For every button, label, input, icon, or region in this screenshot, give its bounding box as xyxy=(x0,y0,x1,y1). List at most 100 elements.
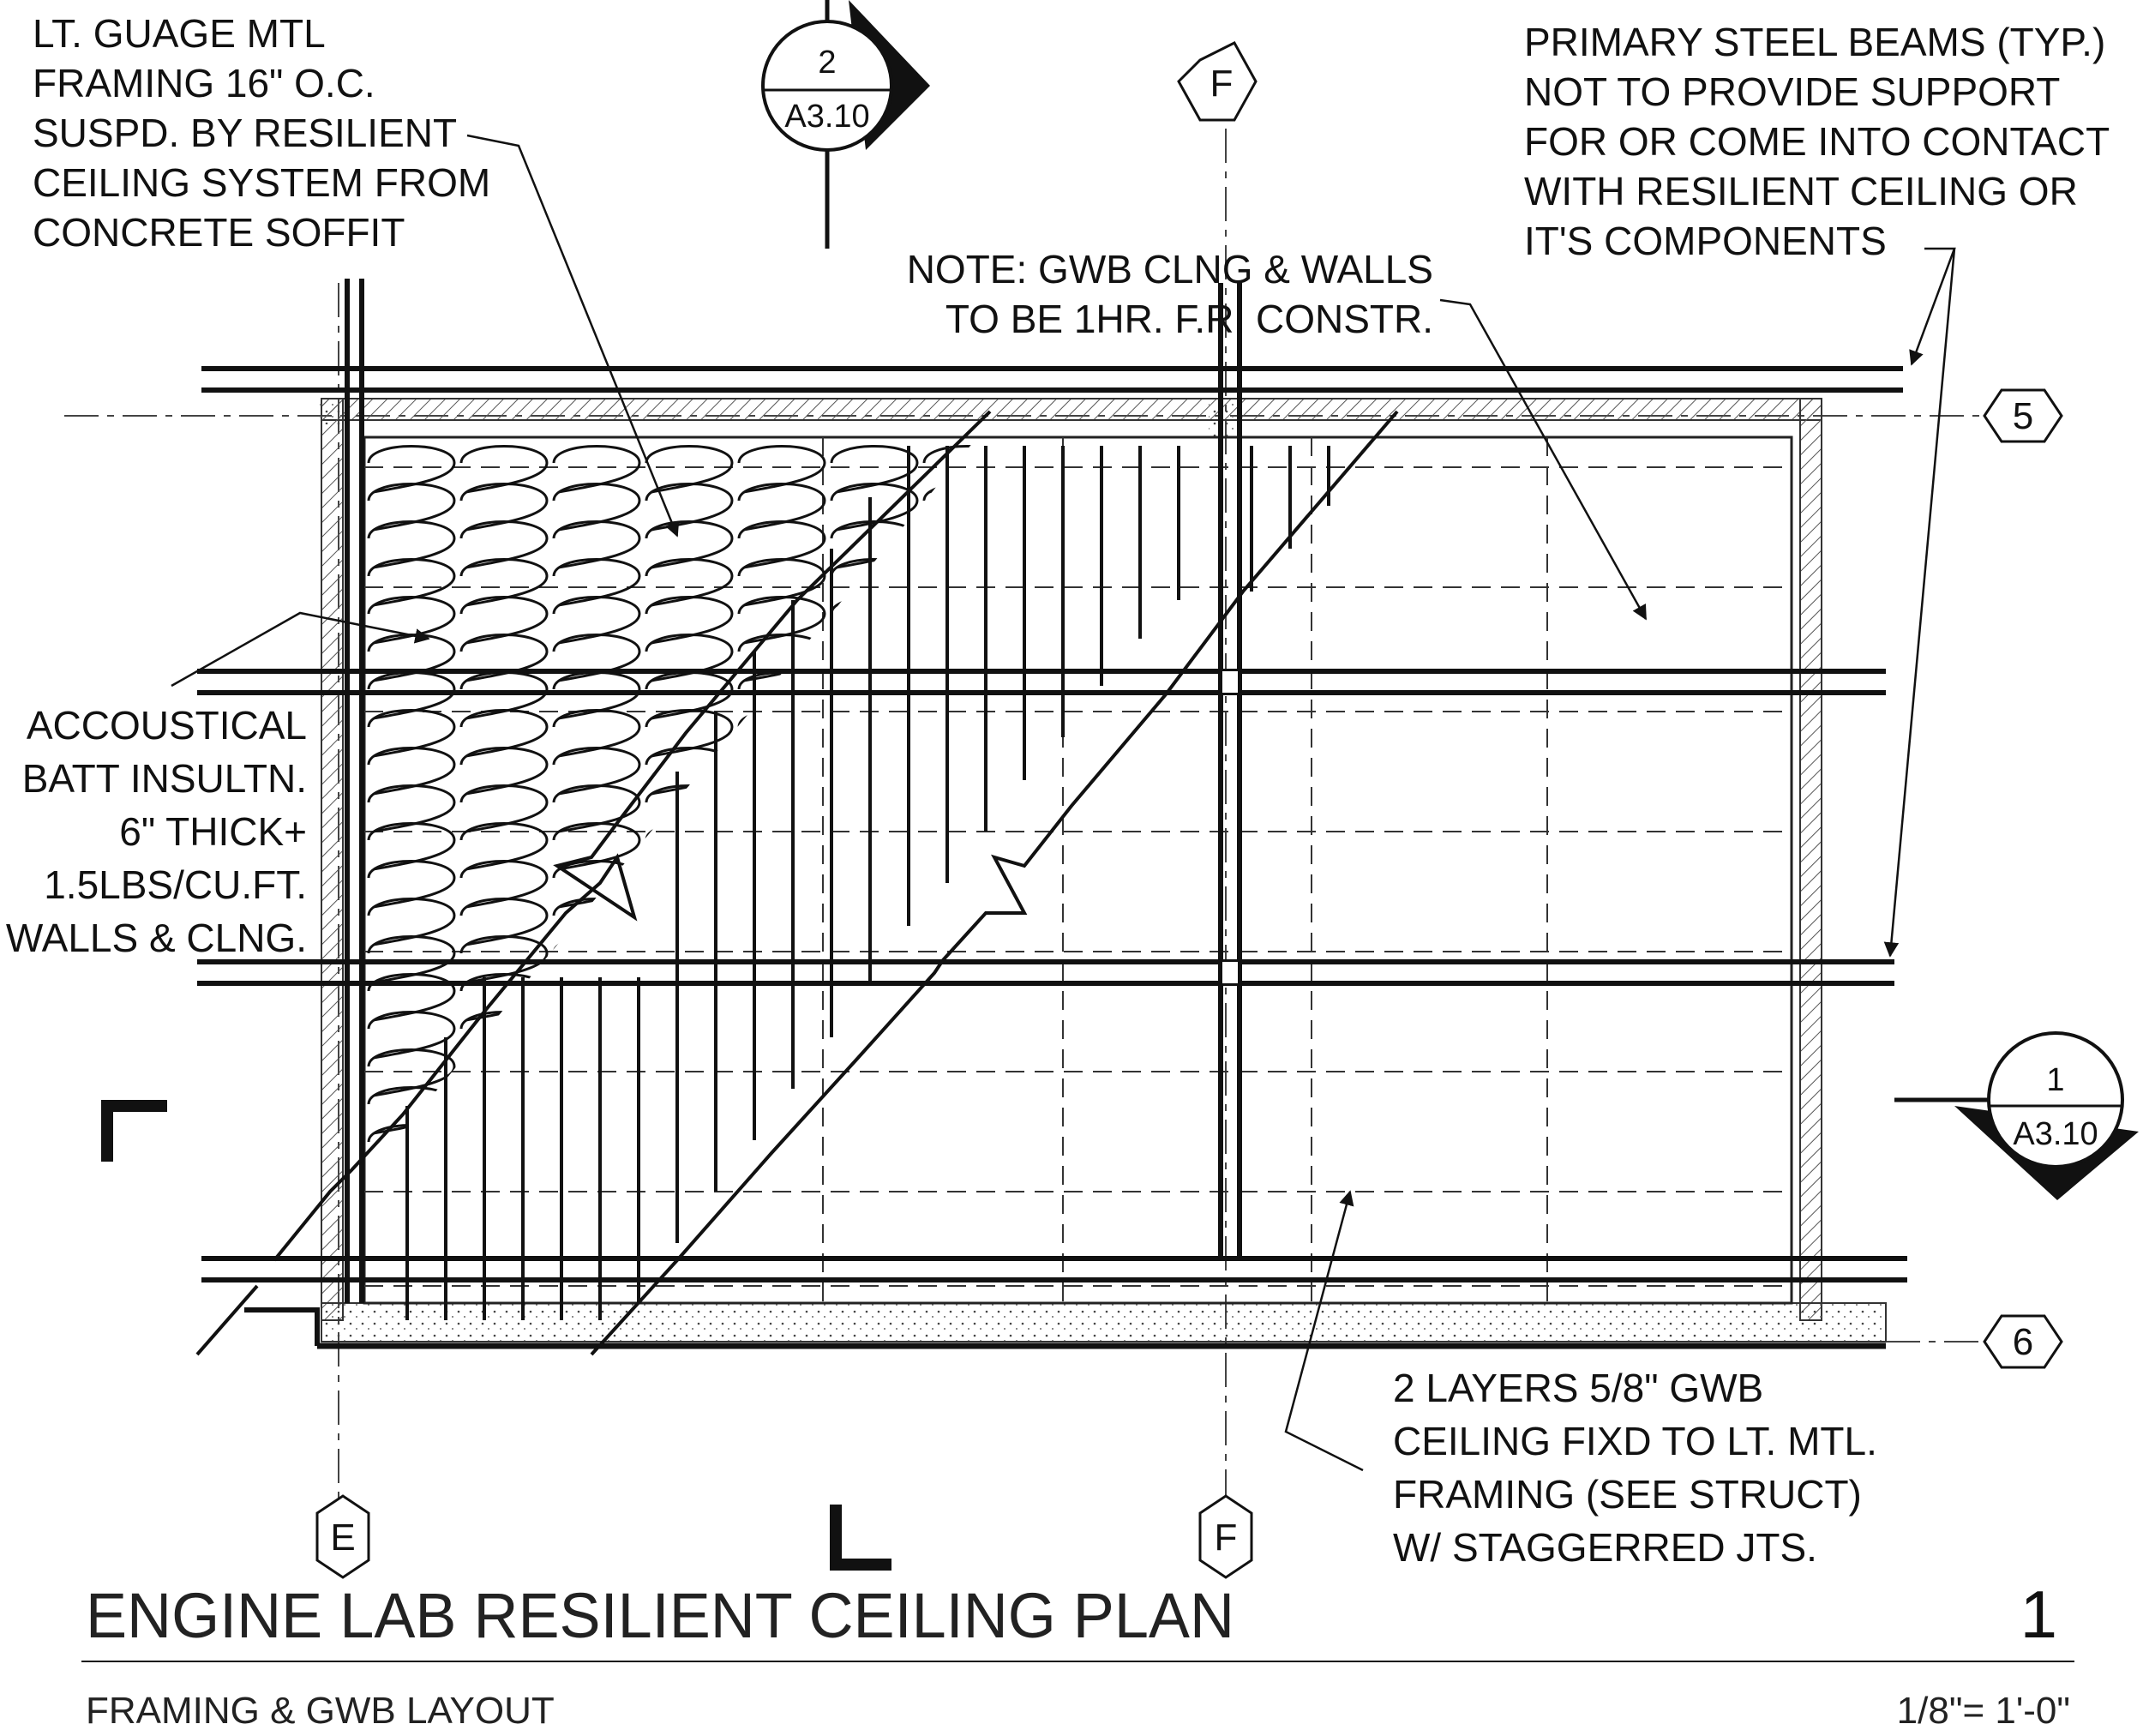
insulation-loop xyxy=(1017,598,1102,644)
insulation-loop xyxy=(646,1201,732,1247)
insulation-loop xyxy=(739,1239,825,1285)
batt-insulation xyxy=(367,445,1102,1285)
crop-marks xyxy=(101,1100,891,1571)
insulation-loop xyxy=(922,1011,999,1060)
note-line: ACCOUSTICAL xyxy=(27,703,307,748)
insulation-loop xyxy=(737,784,826,833)
wall-boundary xyxy=(244,398,1887,1349)
insulation-loop xyxy=(830,1011,919,1060)
insulation-loop xyxy=(922,520,999,569)
insulation-loop xyxy=(1017,711,1102,757)
insulation-loop xyxy=(554,1239,639,1285)
note-line: FRAMING 16" O.C. xyxy=(33,61,375,105)
gwb-layout-grid xyxy=(364,437,1792,1303)
note-line: WALLS & CLNG. xyxy=(6,916,307,960)
insulation-loop xyxy=(1017,560,1102,606)
insulation-loop xyxy=(552,1011,641,1060)
insulation-loop xyxy=(830,822,919,871)
insulation-loop xyxy=(1017,484,1102,531)
insulation-loop xyxy=(1017,1050,1102,1096)
insulation-loop xyxy=(830,860,919,909)
insulation-loop xyxy=(737,860,826,909)
insulation-loop xyxy=(369,1239,454,1285)
steel-columns xyxy=(345,279,1242,1303)
section-2-sheet: A3.10 xyxy=(784,99,869,135)
insulation-loop xyxy=(1017,786,1102,832)
insulation-loop xyxy=(922,596,999,645)
insulation-loop xyxy=(922,1048,999,1097)
section-1-number: 1 xyxy=(2046,1062,2064,1098)
insulation-loop xyxy=(552,1086,641,1135)
steel-beams xyxy=(197,366,1907,1282)
insulation-loop xyxy=(922,445,999,494)
insulation-loop xyxy=(830,898,919,946)
drawing-scale: 1/8"= 1'-0" xyxy=(1897,1690,2070,1732)
insulation-loop xyxy=(1017,1239,1102,1285)
grid-tag-e: E xyxy=(330,1517,355,1559)
grid-tag-6: 6 xyxy=(2013,1321,2033,1363)
insulation-loop xyxy=(830,747,919,796)
insulation-loop xyxy=(552,1124,641,1173)
leader-lines xyxy=(171,134,1956,1472)
insulation-loop xyxy=(831,1239,917,1285)
insulation-loop xyxy=(922,558,999,607)
note-steel-beams: PRIMARY STEEL BEAMS (TYP.)NOT TO PROVIDE… xyxy=(1524,20,2110,263)
note-line: 1.5LBS/CU.FT. xyxy=(44,862,307,907)
note-line: FRAMING (SEE STRUCT) xyxy=(1393,1472,1862,1517)
grid-bubble-right-5: 5 xyxy=(1983,388,2063,443)
note-line: 6" THICK+ xyxy=(119,809,307,854)
insulation-loop xyxy=(1017,862,1102,908)
insulation-loop xyxy=(459,1086,549,1135)
section-marker-2: 2 A3.10 xyxy=(761,0,930,249)
insulation-loop xyxy=(645,1011,734,1060)
drawing-subtitle: FRAMING & GWB LAYOUT xyxy=(86,1690,555,1732)
grid-tag-f-bottom: F xyxy=(1215,1517,1238,1559)
note-line: FOR OR COME INTO CONTACT xyxy=(1524,119,2110,164)
insulation-loop xyxy=(645,1086,734,1135)
drawing-title: ENGINE LAB RESILIENT CEILING PLAN xyxy=(86,1580,1234,1651)
grid-bubble-bottom-e: E xyxy=(315,1494,370,1579)
insulation-loop xyxy=(737,1124,826,1173)
insulation-loop xyxy=(830,1086,919,1135)
insulation-loop xyxy=(459,1048,549,1097)
note-line: 2 LAYERS 5/8" GWB xyxy=(1393,1366,1763,1410)
insulation-loop xyxy=(1017,1012,1102,1059)
insulation-loop xyxy=(737,1162,826,1183)
room-outline xyxy=(363,436,1793,1305)
insulation-loop xyxy=(1017,673,1102,719)
note-line: SUSPD. BY RESILIENT xyxy=(33,111,457,155)
note-line: WITH RESILIENT CEILING OR xyxy=(1524,169,2078,213)
insulation-loop xyxy=(830,1124,919,1173)
insulation-loop xyxy=(1017,522,1102,568)
insulation-loop xyxy=(922,483,999,532)
insulation-loop xyxy=(367,1162,456,1183)
insulation-loop xyxy=(369,1201,454,1247)
note-line: W/ STAGGERRED JTS. xyxy=(1393,1525,1817,1570)
insulation-loop xyxy=(1017,899,1102,946)
section-2-number: 2 xyxy=(818,45,836,81)
insulation-loop xyxy=(461,1239,547,1285)
insulation-loop xyxy=(554,1201,639,1247)
insulation-loop xyxy=(737,898,826,946)
detail-number: 1 xyxy=(2020,1577,2057,1652)
note-line: NOTE: GWB CLNG & WALLS xyxy=(907,247,1433,291)
insulation-loop xyxy=(1017,447,1102,493)
insulation-loop xyxy=(737,747,826,796)
insulation-loop xyxy=(922,1162,999,1183)
insulation-loop xyxy=(737,1011,826,1060)
insulation-loop xyxy=(645,822,734,871)
insulation-loop xyxy=(922,747,999,796)
insulation-loop xyxy=(461,1201,547,1247)
insulation-loop xyxy=(1017,1088,1102,1134)
note-line: NOT TO PROVIDE SUPPORT xyxy=(1524,69,2060,114)
insulation-loop xyxy=(922,1086,999,1135)
metal-framing-studs xyxy=(405,446,1330,1320)
insulation-loop xyxy=(737,1048,826,1097)
insulation-loop xyxy=(1017,824,1102,870)
insulation-loop xyxy=(830,784,919,833)
